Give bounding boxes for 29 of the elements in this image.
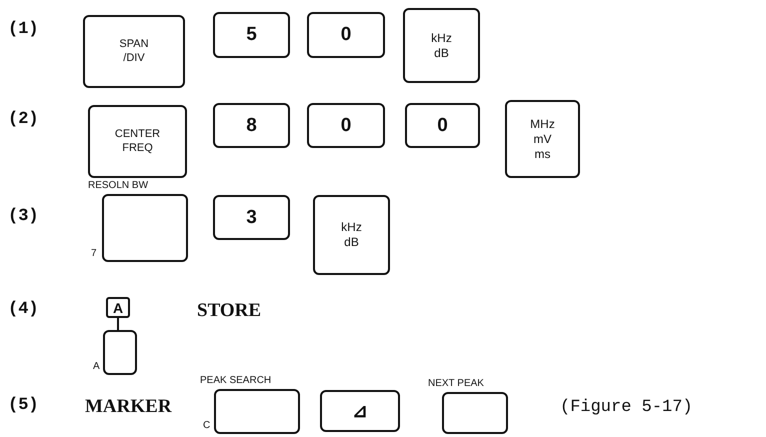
- step-number: (2): [8, 110, 39, 129]
- key-label: RESOLN BW: [88, 180, 148, 191]
- key-button: 8: [213, 103, 290, 148]
- unit-key-button: kHz dB: [403, 8, 480, 83]
- key-button: A: [106, 297, 130, 318]
- key-label: NEXT PEAK: [428, 378, 484, 389]
- key-button: 3: [213, 195, 290, 240]
- unit-key-button: MHz mV ms: [505, 100, 580, 178]
- step-number: (4): [8, 300, 39, 319]
- step-text: MARKER: [85, 396, 172, 418]
- key-button: [103, 330, 137, 375]
- key-label: PEAK SEARCH: [200, 375, 272, 386]
- step-number: (5): [8, 396, 39, 415]
- shift-label: 7: [91, 248, 97, 259]
- shift-label: A: [93, 361, 100, 372]
- key-button: 0: [307, 12, 385, 58]
- key-button: 0: [307, 103, 385, 148]
- step-text: STORE: [197, 300, 262, 322]
- step-number: (1): [8, 20, 39, 39]
- key-button: SPAN /DIV: [83, 15, 185, 88]
- connector-line: [117, 318, 119, 330]
- shift-label: C: [203, 420, 210, 431]
- key-button: 5: [213, 12, 290, 58]
- unit-key-button: kHz dB: [313, 195, 390, 275]
- key-button: 0: [405, 103, 480, 148]
- key-button: ⊿: [320, 390, 400, 432]
- figure-caption: (Figure 5-17): [560, 398, 693, 417]
- step-number: (3): [8, 207, 39, 226]
- key-button: CENTER FREQ: [88, 105, 187, 178]
